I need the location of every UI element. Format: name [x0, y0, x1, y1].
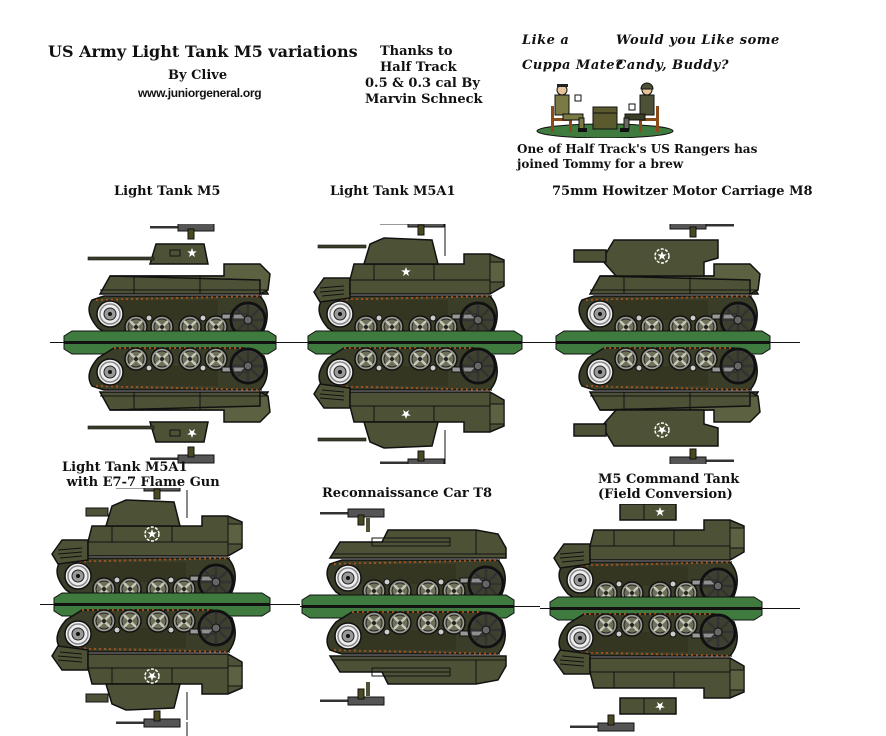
cartoon-caption: One of Half Track's US Rangers has joine… [517, 142, 757, 172]
speech-line: Candy, Buddy? [616, 58, 729, 73]
m5a1-tank-miniature [300, 224, 540, 464]
vehicle-label: M5 Command Tank (Field Conversion) [598, 472, 739, 502]
speech-line: Cuppa Mate? [522, 58, 624, 73]
speech-line: Would you Like some [616, 33, 780, 48]
vehicle-label: Light Tank M5A1 [330, 184, 456, 199]
site-url[interactable]: www.juniorgeneral.org [138, 86, 262, 100]
vehicle-label-line: with E7-7 Flame Gun [62, 475, 220, 490]
vehicle-label-line: Light Tank M5A1 [62, 460, 188, 475]
caption-line: One of Half Track's US Rangers has [517, 142, 758, 156]
page-title: US Army Light Tank M5 variations [48, 42, 358, 61]
speech-right: Would you Like some Candy, Buddy? [616, 28, 780, 78]
credits-line: 0.5 & 0.3 cal By [365, 76, 480, 91]
author-byline: By Clive [168, 68, 228, 83]
vehicle-label: Light Tank M5 [114, 184, 220, 199]
vehicle-label-line: Reconnaissance Car T8 [322, 486, 493, 501]
speech-line: Like a [522, 33, 570, 48]
credits-line: Thanks to [380, 44, 453, 59]
vehicle-label: 75mm Howitzer Motor Carriage M8 [552, 184, 813, 199]
credits-block: Thanks to Half Track 0.5 & 0.3 cal By Ma… [362, 44, 483, 108]
vehicle-label: Reconnaissance Car T8 [322, 486, 492, 501]
vehicle-label-line: M5 Command Tank [598, 472, 740, 487]
speech-left: Like a Cuppa Mate? [522, 28, 623, 78]
recon-car-t8-miniature [300, 508, 540, 724]
m5-tank-miniature [50, 224, 300, 464]
m5-command-tank-miniature [540, 504, 800, 734]
vehicle-label-line: Light Tank M5A1 [330, 184, 456, 199]
soldiers-tea-cartoon [535, 80, 675, 138]
m5a1-flame-tank-miniature [40, 488, 300, 736]
caption-line: joined Tommy for a brew [517, 157, 684, 171]
hmc-m8-miniature [540, 224, 800, 464]
vehicle-label-line: 75mm Howitzer Motor Carriage M8 [552, 184, 813, 199]
vehicle-label-line: (Field Conversion) [598, 487, 733, 502]
vehicle-label-line: Light Tank M5 [114, 184, 221, 199]
credits-line: Half Track [380, 60, 457, 75]
vehicle-label: Light Tank M5A1 with E7-7 Flame Gun [62, 460, 220, 490]
credits-line: Marvin Schneck [365, 92, 483, 107]
